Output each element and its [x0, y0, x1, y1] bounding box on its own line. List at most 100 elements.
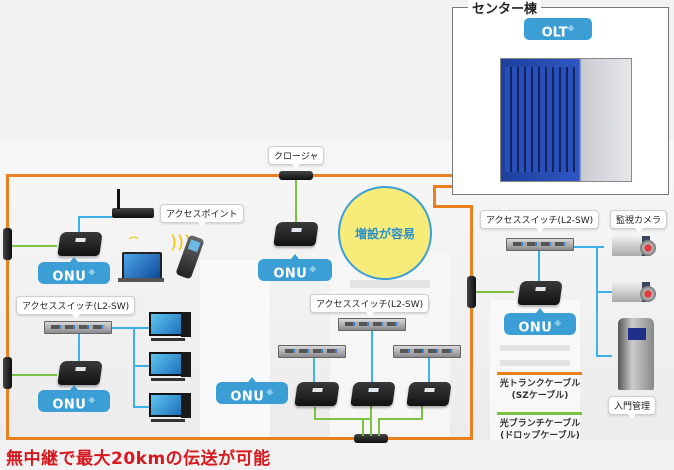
trunk-cable	[433, 185, 436, 207]
legend-trunk-line	[497, 372, 582, 375]
onu-note: ※	[266, 389, 274, 397]
trunk-cable	[433, 205, 473, 208]
building-window	[500, 345, 570, 351]
lan-cable	[596, 355, 612, 357]
onu-note: ※	[88, 269, 96, 277]
switch-center-callout: アクセススイッチ(L2-SW)	[310, 294, 430, 317]
olt-note: ※	[567, 25, 575, 33]
lan-cable	[371, 330, 373, 382]
easy-expansion-bubble: 増設が容易	[338, 186, 432, 280]
onu-label: ONU※	[216, 377, 288, 405]
switch-left-callout: アクセススイッチ(L2-SW)	[16, 296, 136, 319]
trunk-cable	[6, 174, 9, 439]
pc-icon	[149, 312, 193, 342]
branch-cable	[370, 404, 372, 436]
onu-label-text: ONU	[230, 389, 265, 405]
entry-kiosk-icon	[618, 318, 654, 390]
trunk-cable	[6, 437, 472, 440]
onu-device	[57, 232, 103, 256]
lan-cable	[78, 216, 112, 218]
legend-branch-label: 光ブランチケーブル	[499, 419, 581, 429]
trunk-cable	[433, 185, 452, 188]
lan-cable	[112, 327, 152, 329]
branch-cable	[362, 418, 364, 436]
trunk-cable	[6, 174, 452, 177]
onu-note: ※	[88, 397, 96, 405]
branch-cable	[378, 418, 380, 436]
legend-branch-line	[497, 412, 582, 415]
access-switch-center-left	[278, 345, 346, 358]
onu-note: ※	[309, 266, 317, 274]
lan-cable	[133, 406, 151, 408]
onu-device	[294, 382, 340, 406]
entry-callout: 入門管理	[608, 396, 657, 419]
branch-cable	[295, 180, 297, 222]
branch-cable	[421, 404, 423, 420]
closure-left-upper	[3, 228, 12, 260]
access-switch-center-top	[338, 318, 406, 331]
branch-cable	[12, 374, 57, 376]
lan-cable	[78, 216, 80, 232]
trunk-cable	[470, 205, 473, 440]
olt-label-text: OLT	[541, 25, 568, 41]
branch-cable	[314, 418, 372, 420]
building-window	[500, 360, 570, 366]
onu-device	[406, 382, 452, 406]
surveillance-camera-icon	[612, 232, 658, 260]
lan-cable	[313, 354, 315, 382]
onu-device	[273, 222, 319, 246]
onu-device	[350, 382, 396, 406]
lan-cable	[133, 327, 135, 407]
lan-cable	[596, 291, 612, 293]
legend-trunk-label: 光トランクケーブル	[499, 379, 581, 389]
closure-left-lower	[3, 357, 12, 389]
laptop-icon	[122, 252, 162, 280]
branch-cable	[314, 407, 316, 419]
legend-trunk-sublabel: (SZケーブル)	[511, 391, 569, 401]
access-switch-left	[44, 321, 112, 334]
legend-branch-text: 光ブランチケーブル (ドロップケーブル)	[490, 418, 590, 442]
access-point-device	[112, 208, 154, 218]
lan-cable	[428, 354, 430, 382]
onu-label: ONU※	[38, 257, 110, 285]
branch-cable	[378, 418, 422, 420]
lan-cable	[133, 365, 151, 367]
pc-icon	[149, 352, 193, 382]
lan-cable	[596, 246, 598, 356]
background-building	[200, 260, 270, 440]
onu-device	[517, 281, 563, 305]
onu-label: ONU※	[258, 254, 332, 282]
access-point-callout: アクセスポイント	[160, 204, 244, 227]
onu-label-text: ONU	[52, 397, 87, 413]
lan-cable	[572, 246, 604, 248]
onu-device	[57, 361, 103, 385]
access-point-antenna	[117, 189, 120, 209]
footer-headline: 無中継で最大20kmの伝送が可能	[6, 449, 271, 469]
olt-label: OLT※	[524, 18, 592, 40]
switch-right-callout: アクセススイッチ(L2-SW)	[480, 210, 600, 233]
closure-right	[467, 276, 476, 308]
access-switch-center-right	[393, 345, 461, 358]
olt-device	[500, 58, 632, 182]
center-building-title: センター棟	[468, 0, 542, 17]
onu-label: ONU※	[504, 308, 576, 336]
onu-label-text: ONU	[273, 266, 308, 282]
closure-bottom	[354, 434, 388, 443]
closure-callout: クロージャ	[268, 146, 325, 169]
camera-callout: 監視カメラ	[610, 210, 668, 233]
laptop-base	[118, 278, 164, 282]
easy-expansion-text: 増設が容易	[354, 226, 415, 241]
onu-label-text: ONU	[518, 320, 553, 336]
closure-top	[279, 171, 313, 180]
lan-cable	[78, 330, 80, 362]
branch-cable	[12, 245, 57, 247]
pc-icon	[149, 393, 193, 423]
access-switch-right	[506, 238, 574, 251]
legend-branch-sublabel: (ドロップケーブル)	[500, 431, 580, 441]
surveillance-camera-icon	[612, 278, 658, 306]
onu-label-text: ONU	[52, 269, 87, 285]
onu-label: ONU※	[38, 385, 110, 413]
branch-cable	[476, 291, 514, 293]
lan-cable	[538, 247, 540, 283]
building-window	[350, 280, 430, 288]
